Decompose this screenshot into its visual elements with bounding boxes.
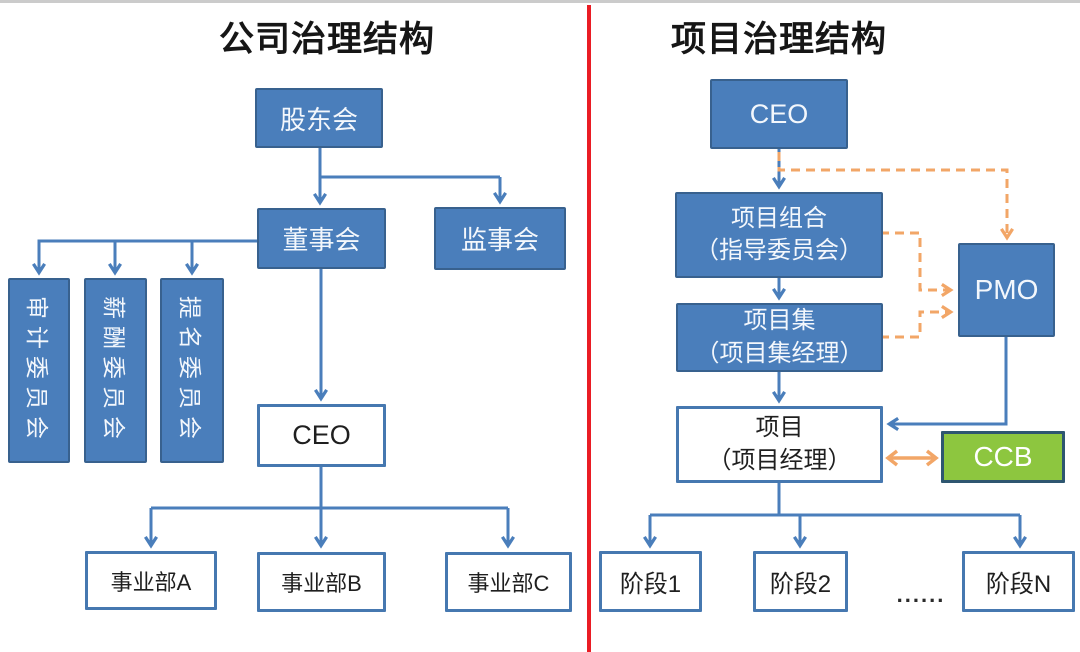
- node-compensation-committee-label: 薪酬委员会: [100, 295, 127, 446]
- dashed-program-to-pmo: [880, 305, 954, 339]
- node-phase-2: 阶段2: [753, 551, 848, 612]
- node-board-label: 董事会: [282, 225, 361, 255]
- node-phase-n-label: 阶段N: [985, 571, 1052, 598]
- node-nomination-committee: 提名委员会: [160, 278, 224, 463]
- node-board: 董事会: [257, 208, 386, 269]
- node-bu-c-label: 事业部C: [467, 571, 550, 596]
- node-portfolio-line1: 项目组合: [731, 204, 827, 232]
- node-ceo-right: CEO: [710, 79, 848, 149]
- connector-board-to-audit: [32, 239, 257, 276]
- panel-divider-line: [587, 5, 591, 652]
- double-arrow-left-head: [885, 449, 899, 467]
- node-shareholders: 股东会: [255, 88, 383, 148]
- node-audit-committee: 审计委员会: [8, 278, 70, 463]
- node-program: 项目集 （项目集经理）: [676, 303, 883, 372]
- node-ceo-left: CEO: [257, 404, 386, 467]
- node-bu-a: 事业部A: [85, 551, 217, 610]
- node-shareholders-label: 股东会: [279, 104, 358, 135]
- node-portfolio: 项目组合 （指导委员会）: [675, 192, 883, 278]
- node-ceo-left-label: CEO: [292, 420, 351, 450]
- dashed-portfolio-to-pmo: [880, 231, 954, 297]
- node-nomination-committee-label: 提名委员会: [177, 295, 203, 446]
- node-bu-b: 事业部B: [257, 552, 386, 612]
- dashed-ceo-to-pmo: [777, 152, 1014, 241]
- node-project-line1: 项目: [755, 414, 804, 442]
- node-pmo: PMO: [958, 243, 1055, 337]
- node-pmo-label: PMO: [974, 274, 1039, 305]
- node-ccb-label: CCB: [973, 441, 1033, 472]
- node-bu-c: 事业部C: [445, 552, 572, 612]
- node-phase-1-label: 阶段1: [619, 571, 682, 598]
- node-portfolio-line2: （指导委员会）: [695, 237, 863, 264]
- connector-pmo-to-project: [886, 337, 1008, 431]
- node-project: 项目 （项目经理）: [676, 406, 883, 483]
- node-ceo-right-label: CEO: [749, 98, 809, 129]
- node-phase-2-label: 阶段2: [769, 571, 832, 598]
- node-supervisory: 监事会: [434, 207, 566, 270]
- double-arrow-right-head: [925, 449, 939, 467]
- left-panel-title: 公司治理结构: [218, 20, 435, 59]
- node-program-line2: （项目集经理）: [695, 339, 864, 367]
- node-project-line2: （项目经理）: [707, 446, 852, 474]
- node-bu-a-label: 事业部A: [110, 569, 192, 595]
- node-audit-committee-label: 审计委员会: [24, 295, 50, 446]
- node-ccb: CCB: [941, 431, 1065, 483]
- node-bu-b-label: 事业部B: [281, 571, 362, 596]
- right-panel-title: 项目治理结构: [670, 20, 887, 59]
- top-border-line: [0, 0, 1080, 3]
- node-compensation-committee: 薪酬委员会: [84, 278, 147, 463]
- node-supervisory-label: 监事会: [460, 225, 539, 255]
- node-program-line1: 项目集: [743, 307, 816, 335]
- node-phase-n: 阶段N: [962, 551, 1075, 612]
- node-phase-1: 阶段1: [599, 551, 702, 612]
- phase-ellipsis: ......: [896, 582, 946, 607]
